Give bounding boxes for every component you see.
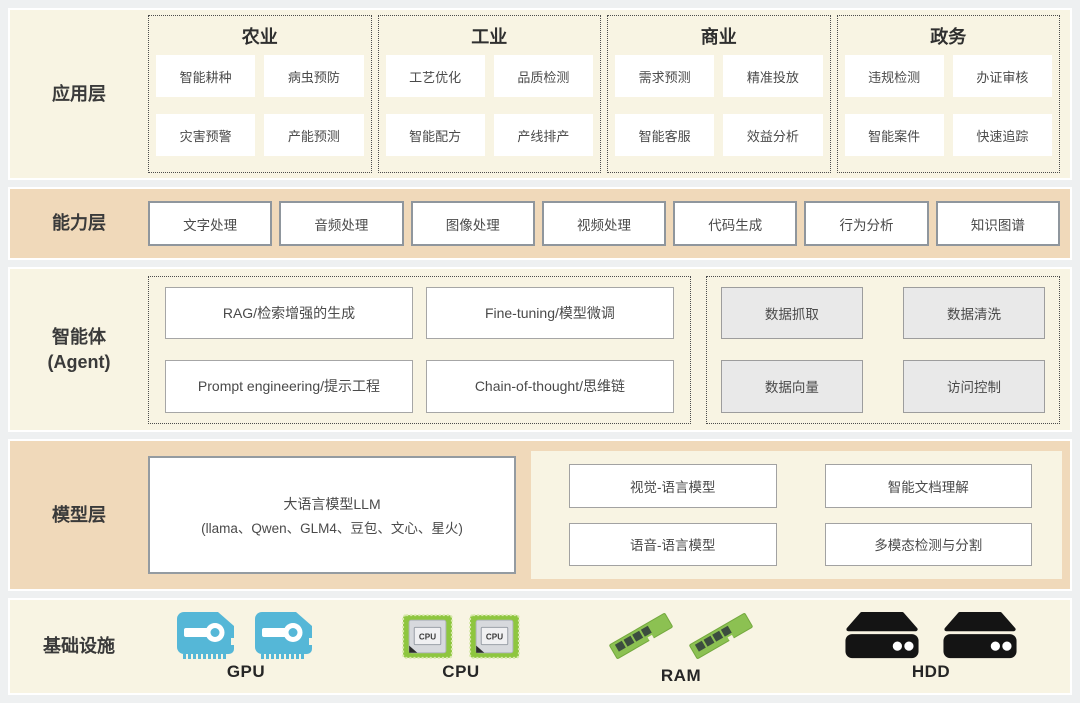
infrastructure-label: 基础设施 xyxy=(43,636,115,657)
app-group-industry: 工业 工艺优化 品质检测 智能配方 产线排产 xyxy=(377,15,601,173)
agent-label-en: (Agent) xyxy=(47,351,111,372)
app-item: 产线排产 xyxy=(493,114,593,156)
model-item: 视觉-语言模型 xyxy=(569,464,777,508)
capability-item: 音频处理 xyxy=(279,201,404,246)
agent-label-cn: 智能体 xyxy=(52,327,106,348)
app-grid: 违规检测 办证审核 智能案件 快速追踪 xyxy=(844,55,1052,156)
ram-stick-icon xyxy=(689,613,753,659)
cpu-chip-icon: CPU xyxy=(402,613,453,659)
app-item: 精准投放 xyxy=(723,55,823,97)
hdd-label: HDD xyxy=(911,662,951,681)
group-title: 商业 xyxy=(700,27,737,47)
gpu-icons xyxy=(174,611,318,661)
data-op: 访问控制 xyxy=(902,360,1045,413)
cpu-chip-icon: CPU xyxy=(469,613,520,659)
cpu-icons: CPU CPU xyxy=(400,612,522,661)
capability-item: 代码生成 xyxy=(673,201,798,246)
app-item: 品质检测 xyxy=(493,55,593,97)
llm-box: 大语言模型LLM (llama、Qwen、GLM4、豆包、文心、星火) xyxy=(148,456,516,574)
capability-layer-band: 能力层 文字处理 音频处理 图像处理 视频处理 代码生成 行为分析 知识图谱 xyxy=(8,187,1072,260)
app-grid: 需求预测 精准投放 智能客服 效益分析 xyxy=(615,55,823,156)
application-layer-label: 应用层 xyxy=(52,83,106,104)
llm-models-list: (llama、Qwen、GLM4、豆包、文心、星火) xyxy=(201,520,463,536)
capability-item: 行为分析 xyxy=(804,201,929,246)
ram-group: RAM xyxy=(604,607,758,686)
group-title: 工业 xyxy=(471,27,508,47)
capability-item: 文字处理 xyxy=(148,201,273,246)
app-item: 工艺优化 xyxy=(385,55,485,97)
hdd-drive-icon xyxy=(943,611,1017,659)
application-layer-band: 应用层 农业 智能耕种 病虫预防 灾害预警 产能预测 工业 工艺优化 品质检测 … xyxy=(8,8,1072,180)
infrastructure-band: 基础设施 xyxy=(8,598,1072,695)
app-item: 产能预测 xyxy=(264,114,364,156)
cpu-label: CPU xyxy=(442,661,480,681)
app-item: 需求预测 xyxy=(615,55,715,97)
agent-technique: Prompt engineering/提示工程 xyxy=(165,360,413,413)
capability-item: 视频处理 xyxy=(541,201,667,246)
app-grid: 智能耕种 病虫预防 灾害预警 产能预测 xyxy=(156,55,364,156)
agent-layer-band: 智能体 (Agent) RAG/检索增强的生成 Fine-tuning/模型微调… xyxy=(8,267,1072,432)
group-title: 农业 xyxy=(241,27,278,47)
app-group-commerce: 商业 需求预测 精准投放 智能客服 效益分析 xyxy=(607,15,831,173)
ram-icons xyxy=(604,607,758,665)
app-item: 智能配方 xyxy=(385,114,485,156)
hdd-icons xyxy=(840,611,1022,661)
ram-label: RAM xyxy=(660,666,702,685)
gpu-label: GPU xyxy=(226,662,266,681)
hdd-drive-icon xyxy=(845,611,919,659)
model-layer-content: 大语言模型LLM (llama、Qwen、GLM4、豆包、文心、星火) 视觉-语… xyxy=(148,441,1070,589)
app-item: 快速追踪 xyxy=(952,114,1052,156)
model-item: 智能文档理解 xyxy=(824,464,1032,508)
llm-title: 大语言模型LLM xyxy=(283,495,381,512)
multimodal-panel: 视觉-语言模型 智能文档理解 语音-语言模型 多模态检测与分割 xyxy=(531,451,1062,579)
gpu-card-icon xyxy=(177,612,240,659)
agent-data-ops-group: 数据抓取 数据清洗 数据向量 访问控制 xyxy=(705,275,1060,424)
capability-item: 知识图谱 xyxy=(935,201,1060,246)
app-item: 智能耕种 xyxy=(156,55,256,97)
model-layer-band: 模型层 大语言模型LLM (llama、Qwen、GLM4、豆包、文心、星火) … xyxy=(8,439,1072,591)
capability-item: 图像处理 xyxy=(410,201,535,246)
capability-layer-label: 能力层 xyxy=(52,213,106,234)
application-layer-content: 农业 智能耕种 病虫预防 灾害预警 产能预测 工业 工艺优化 品质检测 智能配方… xyxy=(148,10,1070,178)
data-op: 数据向量 xyxy=(720,360,863,413)
agent-technique: Chain-of-thought/思维链 xyxy=(425,360,674,413)
svg-text:CPU: CPU xyxy=(486,632,503,641)
model-item: 语音-语言模型 xyxy=(569,522,777,566)
app-item: 灾害预警 xyxy=(156,114,256,156)
app-item: 病虫预防 xyxy=(264,55,364,97)
data-op: 数据抓取 xyxy=(720,286,863,339)
app-group-government: 政务 违规检测 办证审核 智能案件 快速追踪 xyxy=(836,15,1060,173)
app-grid: 工艺优化 品质检测 智能配方 产线排产 xyxy=(385,55,593,156)
app-item: 办证审核 xyxy=(952,55,1052,97)
app-group-agriculture: 农业 智能耕种 病虫预防 灾害预警 产能预测 xyxy=(148,15,372,173)
model-item: 多模态检测与分割 xyxy=(824,522,1032,566)
model-layer-label: 模型层 xyxy=(52,504,106,525)
data-op: 数据清洗 xyxy=(902,286,1045,339)
agent-layer-content: RAG/检索增强的生成 Fine-tuning/模型微调 Prompt engi… xyxy=(148,269,1070,430)
app-item: 智能客服 xyxy=(615,114,715,156)
hdd-group: HDD xyxy=(840,611,1022,682)
ram-stick-icon xyxy=(609,613,673,659)
gpu-group: GPU xyxy=(174,611,318,682)
capability-layer-content: 文字处理 音频处理 图像处理 视频处理 代码生成 行为分析 知识图谱 xyxy=(148,189,1070,258)
cpu-group: CPU CPU CPU xyxy=(400,612,522,682)
gpu-card-icon xyxy=(255,612,318,659)
infrastructure-content: GPU CPU CPU xyxy=(148,600,1070,693)
app-item: 效益分析 xyxy=(723,114,823,156)
app-item: 违规检测 xyxy=(844,55,944,97)
group-title: 政务 xyxy=(930,27,967,47)
agent-technique: Fine-tuning/模型微调 xyxy=(425,286,674,339)
svg-text:CPU: CPU xyxy=(419,632,436,641)
agent-layer-label: 智能体 (Agent) xyxy=(10,325,148,374)
agent-techniques-group: RAG/检索增强的生成 Fine-tuning/模型微调 Prompt engi… xyxy=(148,275,691,424)
app-item: 智能案件 xyxy=(844,114,944,156)
agent-technique: RAG/检索增强的生成 xyxy=(165,286,413,339)
